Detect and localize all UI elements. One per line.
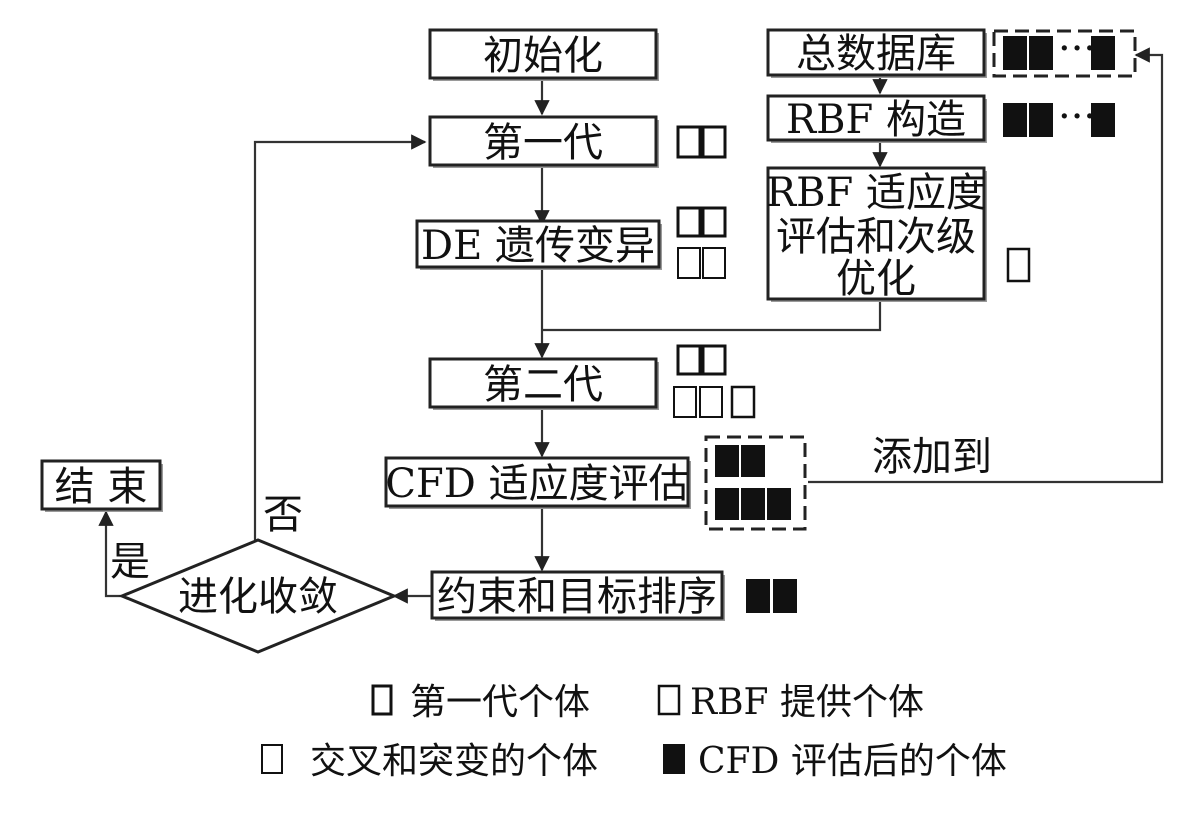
node-gen2: 第二代 — [428, 357, 659, 410]
node-rbf-eval-line2: 评估和次级 — [776, 214, 976, 260]
edge-yes-end — [98, 510, 122, 598]
rbf-build-individuals: ··· — [1003, 94, 1115, 140]
de-individuals — [676, 206, 727, 279]
individual-crossover — [699, 386, 723, 418]
legend-crossover-label: 交叉和突变的个体 — [310, 741, 598, 782]
node-cfd-eval: CFD 适应度评估 — [384, 456, 691, 509]
node-end-label: 结 束 — [55, 464, 148, 510]
individual-cfd — [741, 488, 765, 520]
node-converge: 进化收敛 — [118, 538, 398, 654]
node-gen2-label: 第二代 — [483, 362, 603, 408]
node-sort: 约束和目标排序 — [430, 570, 725, 621]
legend-first-gen-label: 第一代个体 — [410, 682, 590, 723]
node-de: DE 遗传变异 — [415, 219, 662, 270]
connectors — [98, 47, 1164, 604]
database-ellipsis: ··· — [1058, 26, 1096, 72]
node-init-label: 初始化 — [483, 33, 603, 79]
label-no: 否 — [263, 492, 303, 538]
individual-cfd — [715, 488, 739, 520]
individual-cfd — [1091, 103, 1115, 137]
rbf-build-ellipsis: ··· — [1058, 94, 1096, 140]
legend: 第一代个体 RBF 提供个体 交叉和突变的个体 CFD 评估后的个体 — [261, 682, 1007, 782]
edge-rbf-merge — [542, 302, 882, 332]
individual-cfd — [1003, 36, 1027, 70]
individual-first-gen — [676, 206, 702, 238]
node-rbf-eval: RBF 适应度 评估和次级 优化 — [766, 166, 987, 302]
individual-rbf — [1006, 247, 1031, 283]
legend-rbf-label: RBF 提供个体 — [690, 682, 924, 723]
individual-crossover — [702, 247, 726, 279]
database-dashed-frame — [992, 29, 1137, 78]
individual-cfd — [1029, 36, 1053, 70]
gen2-individuals — [673, 344, 756, 419]
legend-cfd-icon — [663, 744, 685, 774]
edge-add-to-db — [808, 47, 1164, 484]
label-add-to: 添加到 — [872, 434, 992, 480]
node-database: 总数据库 — [766, 28, 987, 78]
node-converge-label: 进化收敛 — [178, 574, 338, 620]
node-gen1-label: 第一代 — [483, 120, 603, 166]
sort-individuals — [746, 579, 797, 613]
legend-cfd-label: CFD 评估后的个体 — [698, 741, 1007, 782]
database-individuals: ··· — [992, 26, 1137, 78]
individual-cfd — [741, 445, 765, 477]
individual-rbf — [730, 385, 756, 419]
individual-first-gen — [676, 344, 702, 376]
node-database-label: 总数据库 — [796, 31, 956, 77]
legend-rbf-icon — [657, 684, 681, 716]
individual-crossover — [673, 386, 697, 418]
cfd-dashed-frame — [704, 435, 807, 531]
node-rbf-eval-line3: 优化 — [836, 256, 916, 302]
individual-cfd — [746, 579, 770, 613]
node-end: 结 束 — [40, 459, 163, 512]
legend-first-gen-icon — [371, 684, 393, 716]
label-yes: 是 — [110, 539, 150, 585]
individual-cfd — [1003, 103, 1027, 137]
node-cfd-eval-label: CFD 适应度评估 — [385, 461, 688, 507]
gen1-individuals — [676, 125, 727, 159]
node-rbf-build-label: RBF 构造 — [786, 97, 966, 143]
node-sort-label: 约束和目标排序 — [437, 574, 717, 620]
individual-first-gen — [676, 125, 702, 159]
converge-diamond — [118, 538, 398, 654]
individual-cfd — [1091, 36, 1115, 70]
individual-crossover — [677, 247, 701, 279]
individual-cfd — [1029, 103, 1053, 137]
individual-cfd — [773, 579, 797, 613]
individual-first-gen — [701, 344, 727, 376]
node-rbf-build: RBF 构造 — [766, 94, 987, 143]
edge-no-loop — [253, 134, 427, 540]
legend-crossover-icon — [261, 744, 283, 774]
cfd-individuals-group — [704, 435, 807, 531]
node-de-label: DE 遗传变异 — [421, 223, 655, 269]
individual-first-gen — [701, 206, 727, 238]
individual-cfd — [767, 488, 791, 520]
node-gen1: 第一代 — [428, 115, 659, 168]
individual-first-gen — [701, 125, 727, 159]
individual-cfd — [715, 445, 739, 477]
node-rbf-eval-line1: RBF 适应度 — [766, 170, 986, 216]
node-init: 初始化 — [428, 28, 659, 81]
